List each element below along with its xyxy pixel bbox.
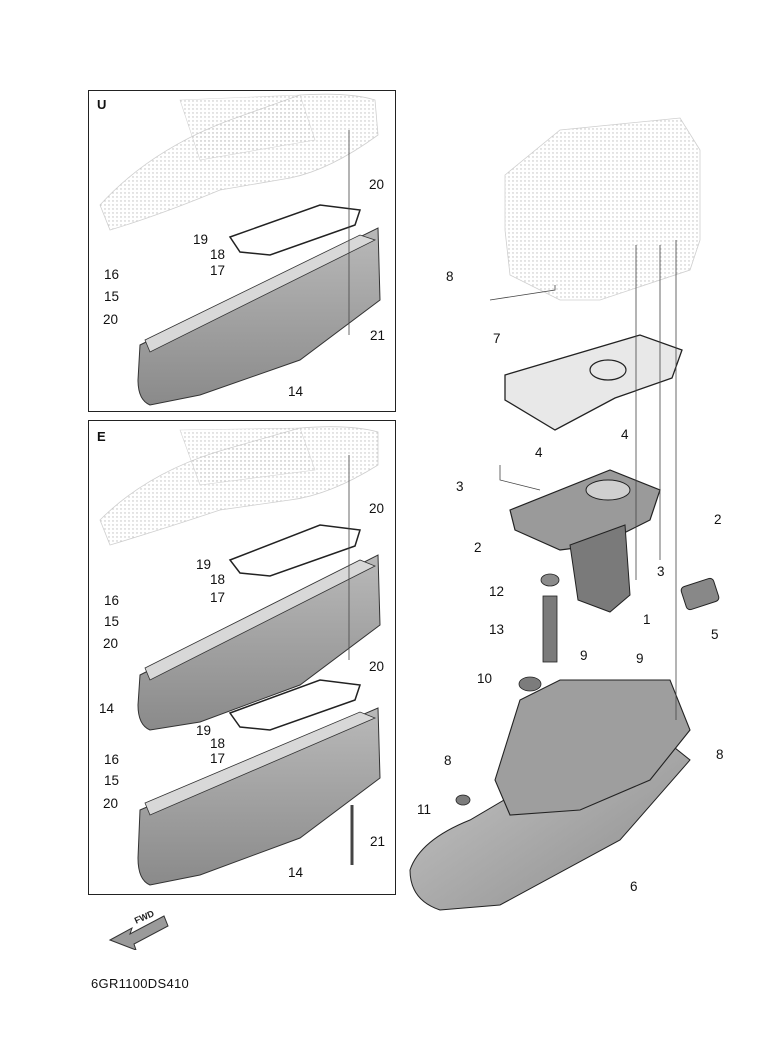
callout: 13 <box>489 622 505 637</box>
callout: 20 <box>369 501 385 516</box>
callout: 18 <box>210 572 226 587</box>
upper-casing-6 <box>409 676 691 911</box>
callout: 19 <box>196 723 212 738</box>
ghost-cylinder-block <box>504 117 701 301</box>
damper-5 <box>680 577 720 611</box>
callout: 19 <box>196 557 212 572</box>
oil-pan-e-upper <box>137 524 381 731</box>
callout: 8 <box>444 753 452 768</box>
panel-u: U <box>88 90 396 412</box>
callout: 18 <box>210 247 226 262</box>
callout: 20 <box>369 177 385 192</box>
callout: 16 <box>104 267 120 282</box>
fwd-arrow-icon <box>108 915 169 950</box>
callout: 2 <box>474 540 482 555</box>
callout: 5 <box>711 627 719 642</box>
panel-e: E <box>88 420 396 895</box>
panel-e-letter: E <box>97 429 106 444</box>
oil-pan-u <box>137 204 381 406</box>
oil-pan-e-lower <box>137 679 381 886</box>
callout: 21 <box>370 834 386 849</box>
callout: 18 <box>210 736 226 751</box>
callout: 3 <box>456 479 464 494</box>
callout: 15 <box>104 773 120 788</box>
callout: 17 <box>210 751 226 766</box>
callout: 20 <box>103 796 119 811</box>
callout: 1 <box>643 612 651 627</box>
callout: 7 <box>493 331 501 346</box>
callout: 10 <box>477 671 493 686</box>
callout: 14 <box>99 701 115 716</box>
callout: 3 <box>657 564 665 579</box>
exhaust-guide-1 <box>509 469 661 613</box>
callout: 6 <box>630 879 638 894</box>
callout: 11 <box>417 802 432 817</box>
panel-u-letter: U <box>97 97 107 112</box>
callout: 9 <box>636 651 644 666</box>
callout: 14 <box>288 384 304 399</box>
callout: 16 <box>104 593 120 608</box>
callout: 17 <box>210 590 226 605</box>
callout: 2 <box>714 512 722 527</box>
ghost-powerhead-e <box>99 426 379 546</box>
callout: 16 <box>104 752 120 767</box>
callout: 20 <box>103 636 119 651</box>
callout: 8 <box>716 747 724 762</box>
callout: 9 <box>580 648 588 663</box>
callout: 8 <box>446 269 454 284</box>
callout: 19 <box>193 232 209 247</box>
callout: 20 <box>103 312 119 327</box>
diagram-code: 6GR1100DS410 <box>91 976 190 991</box>
pipe-13 <box>542 595 558 663</box>
gasket-7 <box>504 334 683 431</box>
callout: 12 <box>489 584 505 599</box>
callout: 15 <box>104 614 120 629</box>
assembly-lines <box>348 130 677 720</box>
callout: 4 <box>621 427 629 442</box>
callout: 4 <box>535 445 543 460</box>
callout: 14 <box>288 865 304 880</box>
collar-12 <box>540 573 560 587</box>
ghost-powerhead-u <box>99 93 379 231</box>
callout: 20 <box>369 659 385 674</box>
callout: 21 <box>370 328 386 343</box>
callout: 17 <box>210 263 226 278</box>
callout: 15 <box>104 289 120 304</box>
